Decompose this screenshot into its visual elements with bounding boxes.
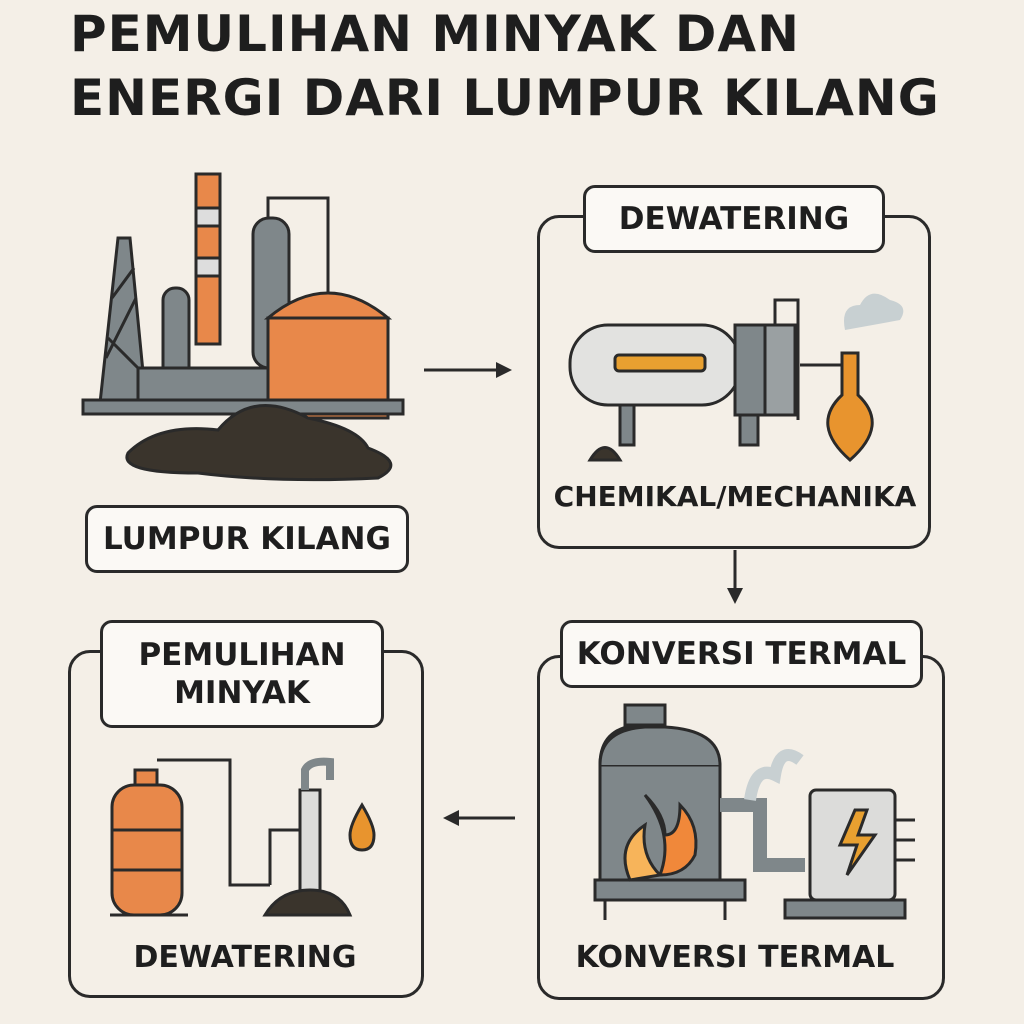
- page-title: PEMULIHAN MINYAK DAN ENERGI DARI LUMPUR …: [70, 2, 940, 130]
- oil-recovery-tab-line-2: MINYAK: [174, 675, 310, 711]
- refinery-illustration: [81, 172, 405, 482]
- title-line-2: ENERGI DARI LUMPUR KILANG: [70, 69, 940, 127]
- thermal-tab-text: KONVERSI TERMAL: [576, 636, 907, 672]
- oil-recovery-tab-line-1: PEMULIHAN: [138, 637, 346, 673]
- dewatering-tab-text: DEWATERING: [618, 201, 850, 237]
- oil-recovery-caption: DEWATERING: [133, 940, 357, 975]
- dewatering-caption: CHEMIKAL/MECHANIKA: [553, 480, 917, 513]
- title-line-1: PEMULIHAN MINYAK DAN: [70, 5, 800, 63]
- arrow-left-icon: [443, 810, 515, 826]
- arrow-right-icon: [424, 362, 512, 378]
- oil-recovery-illustration: [110, 757, 376, 917]
- source-label-text: LUMPUR KILANG: [103, 521, 391, 557]
- thermal-conversion-tab: KONVERSI TERMAL: [560, 620, 923, 688]
- centrifuge-illustration: [568, 293, 904, 462]
- dewatering-tab: DEWATERING: [583, 185, 885, 253]
- oil-recovery-tab: PEMULIHAN MINYAK: [100, 620, 384, 728]
- thermal-reactor-illustration: [593, 703, 915, 920]
- thermal-caption: KONVERSI TERMAL: [575, 940, 895, 975]
- source-label-lumpur-kilang: LUMPUR KILANG: [85, 505, 409, 573]
- arrow-down-icon: [727, 550, 743, 604]
